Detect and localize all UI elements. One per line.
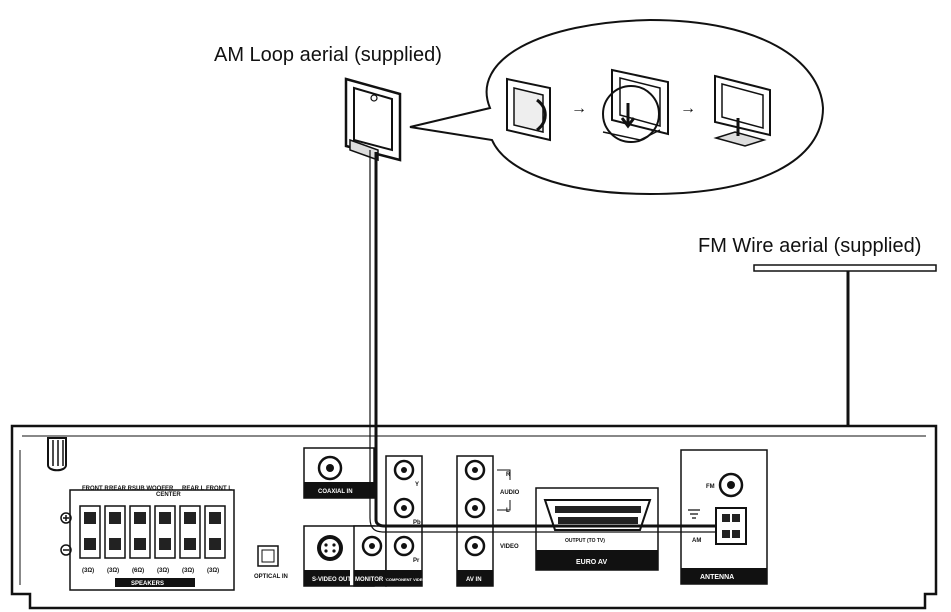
arrow-1: →: [571, 100, 587, 117]
spk-imp-3: (6Ω): [132, 568, 144, 574]
scart-pins: [555, 506, 641, 524]
spk-imp-1: (3Ω): [82, 568, 94, 574]
am-loop-aerial: [344, 77, 402, 162]
av-in-audio-label: AUDIO: [500, 490, 520, 496]
av-in-l-label: L: [506, 508, 510, 514]
arrow-2: →: [680, 100, 696, 117]
component-video-out-label: COMPONENT VIDEO OUT: [386, 577, 436, 582]
spk-imp-5: (3Ω): [182, 568, 194, 574]
spk-imp-6: (3Ω): [207, 568, 219, 574]
euro-av-label: EURO AV: [576, 559, 607, 566]
speaker-terminal-pairs: [79, 505, 226, 559]
antenna-fm-label: FM: [706, 484, 715, 490]
spk-header-front-r: FRONT R: [82, 486, 109, 492]
am-aerial-label: AM Loop aerial (supplied): [214, 44, 442, 66]
spk-header-subwoofer: SUB WOOFER: [132, 486, 174, 492]
assembly-step-3-icon: [713, 74, 771, 147]
av-in-r-label: R: [506, 472, 511, 478]
fm-aerial-label: FM Wire aerial (supplied): [698, 235, 921, 257]
optical-in-label: OPTICAL IN: [254, 574, 288, 580]
component-pr-label: Pr: [413, 558, 420, 564]
optical-in-jack: OPTICAL IN: [254, 545, 288, 580]
component-y-label: Y: [415, 482, 419, 488]
assembly-step-1-icon: [506, 77, 551, 142]
av-in-block: R AUDIO L VIDEO AV IN: [456, 455, 520, 587]
am-terminal: [715, 507, 747, 545]
spk-header-front-l: FRONT L: [206, 486, 232, 492]
video-output-block: S-VIDEO OUT MONITOR OUT Y Pb Pr COMPONEN…: [303, 455, 436, 587]
antenna-label: ANTENNA: [700, 574, 734, 581]
coaxial-in-label: COAXIAL IN: [318, 489, 353, 495]
assembly-callout: → →: [409, 18, 825, 196]
svideo-out-label: S-VIDEO OUT: [312, 577, 351, 583]
assembly-step-2-icon: [602, 68, 669, 143]
spk-header-center: CENTER: [156, 492, 181, 498]
euro-av-block: OUTPUT (TO TV) EURO AV: [535, 487, 659, 571]
spk-imp-2: (3Ω): [107, 568, 119, 574]
av-in-label: AV IN: [466, 577, 482, 583]
monitor-out-label: MONITOR OUT: [355, 577, 398, 583]
antenna-am-label: AM: [692, 538, 701, 544]
euro-av-output-label: OUTPUT (TO TV): [565, 538, 605, 544]
antenna-block: FM AM ANTENNA: [680, 449, 768, 585]
av-in-video-label: VIDEO: [500, 544, 519, 550]
ground-icon: [688, 509, 700, 519]
component-pb-label: Pb: [413, 520, 421, 526]
am-lead-wire: [374, 152, 716, 528]
spk-header-rear-r: REAR R: [109, 486, 133, 492]
spk-header-rear-l: REAR L: [182, 486, 205, 492]
speakers-group-label: SPEAKERS: [131, 581, 164, 587]
speaker-terminals: FRONT R REAR R SUB WOOFER CENTER REAR L …: [60, 486, 235, 591]
spk-imp-4: (3Ω): [157, 568, 169, 574]
coaxial-in-jack: COAXIAL IN: [303, 447, 375, 499]
